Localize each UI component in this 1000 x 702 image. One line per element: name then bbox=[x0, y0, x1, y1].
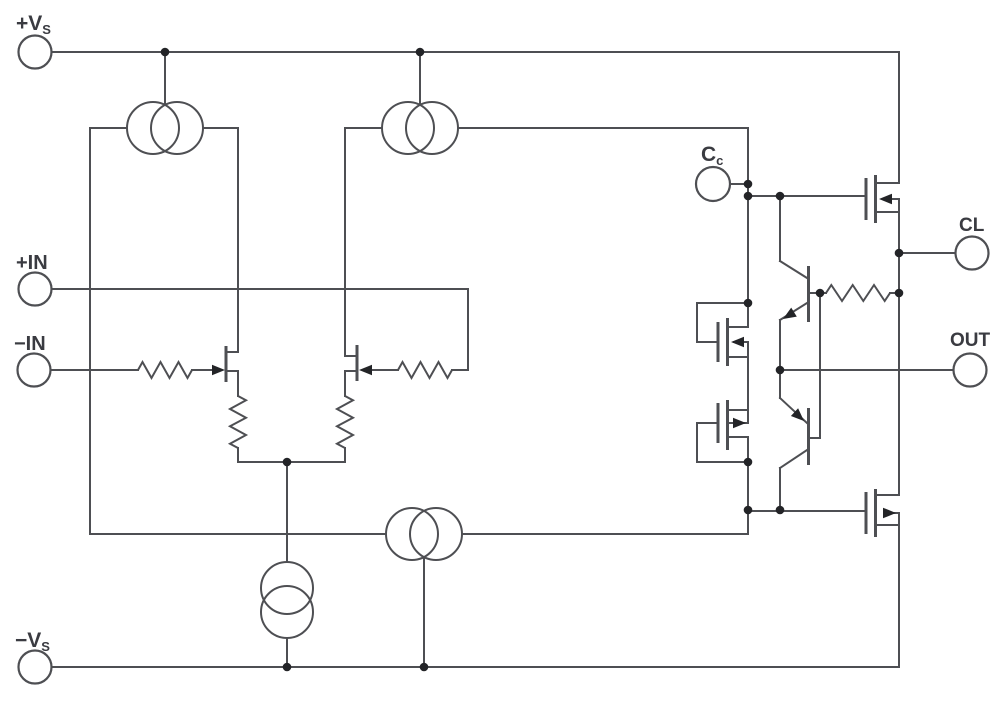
current-source-top-left bbox=[150, 101, 204, 155]
resistor-plus-in bbox=[397, 359, 453, 381]
label-cl: CL bbox=[959, 215, 985, 236]
junction-dot bbox=[419, 662, 429, 672]
terminal-plus-vs bbox=[17, 34, 53, 70]
wire bbox=[89, 127, 387, 535]
resistor-source-right bbox=[334, 395, 356, 449]
resistor-source-left bbox=[227, 395, 249, 449]
junction-dot bbox=[743, 191, 753, 201]
wire bbox=[237, 447, 346, 463]
mosfet-top-body-arrow bbox=[879, 193, 892, 205]
label-plus-vs: +VS bbox=[16, 12, 51, 37]
junction-dot bbox=[282, 662, 292, 672]
junction-dot bbox=[415, 47, 425, 57]
junction-dot bbox=[743, 298, 753, 308]
bjt-upper-emitter-arrow bbox=[783, 307, 797, 319]
terminal-minus-in bbox=[16, 352, 52, 388]
label-plus-in: +IN bbox=[16, 252, 48, 274]
junction-dot bbox=[775, 505, 785, 515]
resistor-minus-in bbox=[137, 359, 193, 381]
terminal-plus-in bbox=[17, 271, 53, 307]
wire bbox=[778, 448, 809, 470]
wire bbox=[226, 370, 239, 397]
wire bbox=[457, 127, 749, 185]
jfet-right-gate-arrow bbox=[359, 364, 372, 376]
label-cc: Cc bbox=[701, 143, 723, 168]
current-source-bottom-mid bbox=[385, 507, 439, 561]
current-source-bottom-mid bbox=[409, 507, 463, 561]
junction-dot bbox=[775, 191, 785, 201]
resistor-sense bbox=[825, 283, 891, 303]
junction-dot bbox=[743, 457, 753, 467]
junction-dot bbox=[815, 288, 825, 298]
current-source-top-left bbox=[126, 101, 180, 155]
wire bbox=[461, 436, 749, 535]
terminal-out bbox=[952, 352, 988, 388]
junction-dot bbox=[743, 505, 753, 515]
jfet-left-gate-arrow bbox=[212, 364, 225, 376]
wire bbox=[696, 422, 749, 463]
wire bbox=[344, 127, 383, 357]
junction-dot bbox=[894, 248, 904, 258]
mosfet-bias-upper-body-arrow bbox=[731, 336, 744, 348]
label-out: OUT bbox=[950, 330, 991, 351]
junction-dot bbox=[160, 47, 170, 57]
wire bbox=[696, 302, 749, 343]
junction-dot bbox=[775, 365, 785, 375]
wire bbox=[51, 288, 469, 371]
terminal-cl bbox=[954, 235, 990, 271]
current-source-top-mid bbox=[381, 101, 435, 155]
label-minus-in: −IN bbox=[14, 333, 46, 355]
current-source-tail bbox=[260, 585, 314, 639]
mosfet-bottom-body-arrow bbox=[883, 507, 896, 519]
label-minus-vs: −VS bbox=[15, 629, 50, 654]
junction-dot bbox=[894, 288, 904, 298]
mosfet-bias-lower-body-arrow bbox=[733, 417, 746, 429]
wire bbox=[344, 370, 357, 397]
bjt-lower-emitter-arrow bbox=[790, 408, 804, 421]
terminal-minus-vs bbox=[17, 649, 53, 685]
wire bbox=[778, 259, 809, 280]
terminal-cc bbox=[694, 165, 732, 203]
wire bbox=[51, 51, 900, 184]
current-source-tail bbox=[260, 561, 314, 615]
current-source-top-mid bbox=[405, 101, 459, 155]
wire bbox=[202, 127, 239, 353]
junction-dot bbox=[282, 457, 292, 467]
junction-dot bbox=[743, 179, 753, 189]
